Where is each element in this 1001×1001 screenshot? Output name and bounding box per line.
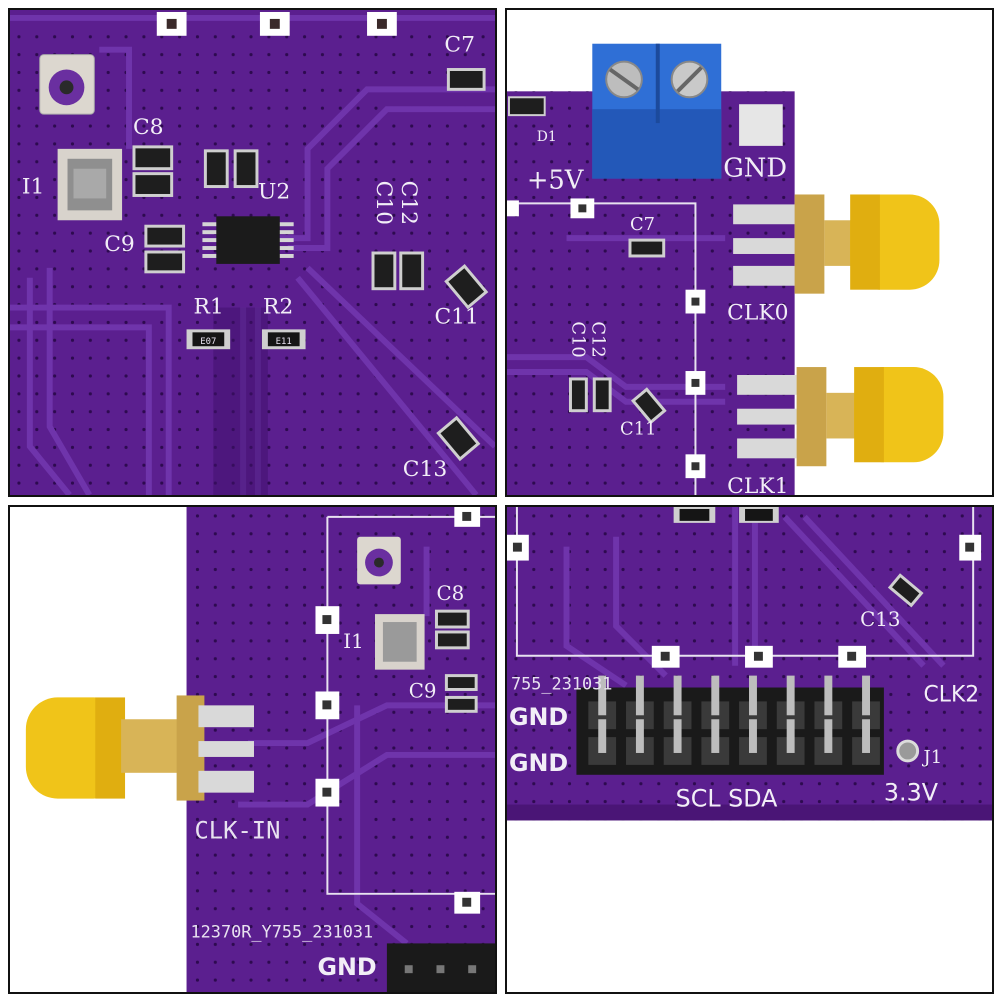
- label-gnd-bottom: GND: [509, 749, 568, 777]
- label-c8: C8: [436, 582, 464, 605]
- sma-connector-clk-in: [25, 695, 254, 801]
- label-c9: C9: [409, 679, 437, 702]
- r1-marking: E07: [200, 337, 216, 347]
- label-c10: C10: [371, 181, 396, 225]
- photo-panel-top-left: E07 E11 C7 C8 I1 C9 U2 C12 C10 C11 R1 R2…: [8, 8, 497, 497]
- label-clk1: CLK1: [727, 474, 788, 495]
- r2-marking: E11: [276, 337, 292, 347]
- smd-capacitors: [132, 68, 489, 462]
- pcb-closeup-clk-input: C8 I1 C9 CLK-IN 12370R_Y755_231031 GND: [10, 507, 495, 992]
- label-gnd: GND: [723, 154, 787, 184]
- label-u2: U2: [258, 179, 290, 204]
- silkscreen-outline: [507, 202, 697, 495]
- pcb-closeup-power-and-clk-outputs: D1 +5V GND C7 CLK0 C12 C10 C11 CLK1: [507, 10, 992, 495]
- label-i1: I1: [343, 630, 363, 653]
- mounting-pad: [739, 104, 783, 146]
- label-i1: I1: [22, 174, 45, 199]
- label-c13: C13: [860, 608, 900, 631]
- ic-u2: [202, 216, 294, 264]
- label-d1: D1: [537, 129, 557, 145]
- photo-panel-top-right: D1 +5V GND C7 CLK0 C12 C10 C11 CLK1: [505, 8, 994, 497]
- label-scl-sda: SCL SDA: [676, 785, 779, 813]
- label-r2: R2: [263, 294, 293, 319]
- label-clk0: CLK0: [727, 300, 788, 325]
- sma-connector-clk0: [733, 194, 940, 294]
- label-c12: C12: [396, 181, 421, 225]
- label-clk2: CLK2: [924, 682, 980, 707]
- sma-connector-clk1: [737, 367, 944, 467]
- label-c10: C10: [567, 321, 588, 357]
- screw-terminal-block: [592, 43, 722, 179]
- label-clk-in: CLK-IN: [194, 816, 280, 844]
- board-code: 12370R_Y755_231031: [191, 921, 374, 941]
- diode-d1: [507, 96, 546, 117]
- label-c11: C11: [434, 304, 478, 329]
- board-code-partial: 755_231031: [511, 673, 613, 693]
- label-c13: C13: [403, 457, 447, 482]
- smd-resistors: E07 E11: [186, 329, 306, 350]
- label-c7: C7: [444, 33, 475, 58]
- label-gnd-top: GND: [509, 703, 568, 731]
- label-r1: R1: [193, 294, 223, 319]
- trimmer-potentiometer: [39, 54, 95, 115]
- photo-panel-bottom-left: C8 I1 C9 CLK-IN 12370R_Y755_231031 GND: [8, 505, 497, 994]
- label-c9: C9: [104, 232, 135, 257]
- label-plus5v: +5V: [527, 166, 584, 196]
- capacitor-c7: [628, 238, 666, 258]
- photo-panel-bottom-right: C13 CLK2 755_231031 GND GND J1 3.3V SCL …: [505, 505, 994, 994]
- mounting-hole: [896, 739, 920, 763]
- label-c11: C11: [620, 418, 656, 439]
- label-j1: J1: [922, 747, 943, 768]
- label-c8: C8: [133, 115, 164, 140]
- label-c7: C7: [630, 214, 655, 235]
- pcb-closeup-oscillator-and-u2: E07 E11 C7 C8 I1 C9 U2 C12 C10 C11 R1 R2…: [10, 10, 495, 495]
- test-pads: [156, 11, 397, 36]
- pcb-closeup-i2c-header: C13 CLK2 755_231031 GND GND J1 3.3V SCL …: [507, 507, 992, 992]
- label-c12: C12: [587, 321, 608, 357]
- label-gnd: GND: [317, 953, 376, 981]
- label-3v3: 3.3V: [884, 779, 939, 807]
- pin-header-j1: [576, 675, 884, 775]
- crystal-oscillator-i1: [57, 148, 123, 221]
